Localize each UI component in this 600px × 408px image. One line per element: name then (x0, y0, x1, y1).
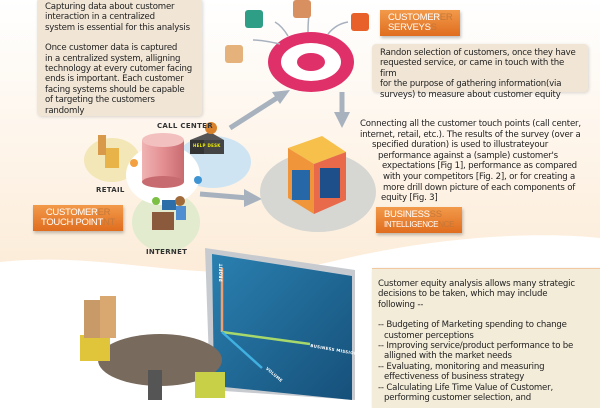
tag-line: CUSTOMER (388, 12, 440, 23)
text-line: alligned with the market needs (384, 351, 512, 362)
text-line: -- Calculating Life Time Value of Custom… (378, 382, 554, 393)
text-line: of targeting the customers randomly (45, 95, 155, 116)
text-line: customer perceptions (384, 330, 474, 341)
text-line: -- Evaluating, monitoring and measuring (378, 361, 545, 372)
text-line: technology at every cutomer facing (45, 64, 193, 75)
tag-line: INTELLIGENCE (384, 220, 439, 229)
capture-p1: Capturing data about customer interactio… (45, 2, 194, 33)
text-line: surveys) to measure about customer equit… (380, 89, 561, 100)
text-line: effectiveness of business strategy (384, 372, 525, 383)
equity-item: -- Calculating Life Time Value of Custom… (378, 383, 596, 404)
business-intelligence-tag: BUSINESSSS INTELLIGENCENCE (376, 207, 463, 233)
call-center-label: CALL CENTER (157, 122, 213, 130)
text-line: expectations [Fig 1], performance as com… (382, 161, 577, 172)
tag-ghost: ER (97, 207, 111, 218)
customer-face-icon (293, 0, 311, 18)
profit-axis-label: PROFIT (218, 263, 224, 282)
text-line: performing customer selection, and (384, 393, 531, 404)
tag-line: CUSTOMER (45, 207, 98, 218)
tag-line: TOUCH POINT (41, 217, 103, 228)
equity-item: -- Budgeting of Marketing spending to ch… (378, 320, 596, 341)
capture-data-callout: Capturing data about customer interactio… (37, 0, 202, 116)
text-line: Connecting all the customer touch points… (360, 119, 581, 129)
internet-label: INTERNET (146, 248, 188, 256)
customer-touch-point-tag: CUSTOMERER TOUCH POINTNT (33, 205, 124, 231)
retail-label: RETAIL (96, 186, 125, 194)
customer-face-icon (245, 10, 263, 28)
tag-ghost: NCE (438, 220, 455, 229)
text-line: facing systems should be capable (45, 84, 185, 95)
text-line: system is essential for this analysis (45, 22, 190, 33)
equity-item: -- Improving service/product performance… (378, 341, 596, 362)
text-line: Randon selection of customers, once they… (380, 48, 576, 58)
customer-surveys-tag: CUSTOMERER SERVEYSS (380, 10, 461, 36)
text-line: with your competitors [Fig. 2], or for c… (383, 171, 576, 182)
equity-list: -- Budgeting of Marketing spending to ch… (378, 320, 596, 403)
customer-face-icon (351, 13, 369, 31)
text-line: Customer equity analysis allows many str… (378, 279, 575, 289)
tag-ghost: ER (439, 12, 453, 23)
tag-line: SERVEYS (388, 22, 431, 33)
text-line: decisions to be taken, which may include (378, 289, 548, 300)
text-line: requested service, or came in touch with… (380, 58, 565, 79)
text-line: Capturing data about customer (45, 2, 175, 12)
tag-ghost: NT (102, 217, 116, 228)
survey-callout: Randon selection of customers, once they… (372, 44, 588, 100)
help-desk-label: HELP DESK (193, 143, 221, 148)
text-line: Once customer data is captured (45, 43, 178, 54)
text-line: equity [Fig. 3] (381, 193, 438, 204)
text-line: interaction in a centralized (45, 12, 155, 23)
text-line: internet, retail, etc.). The results of … (360, 129, 581, 140)
text-line: more drill down picture of each componen… (383, 182, 576, 193)
text-line: in a centralized system, alligning (45, 53, 181, 64)
target-icon (268, 32, 354, 92)
text-line: for the purpose of gathering information… (380, 79, 562, 90)
capture-p2: Once customer data is captured in a cent… (45, 43, 194, 116)
bi-description: Connecting all the customer touch points… (360, 119, 581, 204)
text-line: specified duration) is used to illustrat… (372, 140, 549, 151)
tag-ghost: SS (429, 209, 442, 220)
database-icon (142, 133, 184, 188)
text-line: ends is important. Each customer (45, 74, 184, 85)
equity-analysis-box: Customer equity analysis allows many str… (372, 268, 600, 408)
text-line: following -- (378, 299, 424, 310)
text-line: performance against a (sample) customer'… (378, 150, 558, 161)
text-line: -- Improving service/product performance… (378, 341, 574, 352)
text-line: -- Budgeting of Marketing spending to ch… (378, 320, 567, 331)
customer-face-icon (225, 45, 243, 63)
tag-ghost: S (430, 22, 437, 33)
tag-line: BUSINESS (384, 209, 430, 220)
